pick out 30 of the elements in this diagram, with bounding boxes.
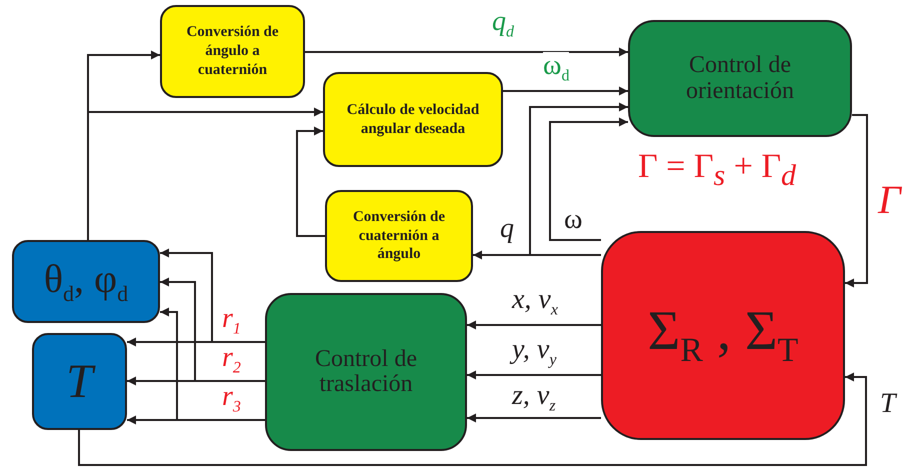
node-label: Conversión de ángulo a cuaternión — [185, 23, 280, 80]
node-label: Control de orientación — [685, 53, 795, 104]
arrow — [160, 308, 265, 421]
arrow — [549, 118, 628, 241]
system-box — [601, 231, 845, 440]
node-label: Conversión de cuaternión a ángulo — [352, 208, 446, 264]
arrow — [160, 248, 265, 343]
variable-box — [12, 240, 160, 323]
arrow — [87, 108, 323, 240]
node-label: Control de traslación — [315, 346, 417, 398]
process-box — [323, 72, 503, 167]
arrow — [503, 86, 628, 96]
arrow — [78, 372, 867, 466]
node-label: Σ$_{R}$ , Σ$_{T}$ — [648, 302, 798, 368]
arrow — [296, 126, 325, 237]
arrow — [305, 48, 628, 56]
arrow — [529, 102, 628, 256]
equation-label: Γ = Γ$_{s}$ + Γ$_{d}$ — [638, 150, 796, 191]
process-box — [325, 190, 473, 282]
node-label: Cálculo de velocidad angular deseada — [346, 100, 480, 138]
arrow — [467, 370, 601, 380]
node-label: θ$_{d}$, φ$_{d}$ — [44, 258, 128, 304]
arrow — [467, 320, 601, 330]
process-box — [160, 5, 305, 98]
arrow — [467, 414, 601, 422]
arrow — [845, 114, 868, 288]
controller-box — [265, 293, 467, 451]
variable-box — [32, 333, 127, 430]
arrow — [160, 278, 265, 382]
controller-box — [628, 20, 852, 137]
